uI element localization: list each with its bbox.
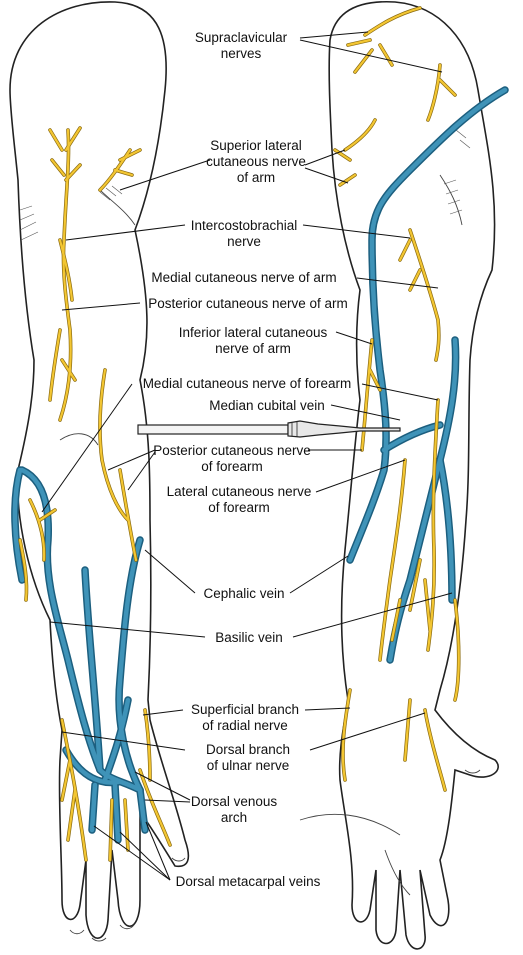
label-line: Basilic vein <box>215 630 283 645</box>
label-line: of forearm <box>208 500 270 515</box>
nerves <box>18 6 461 862</box>
label-dorsal-venous-arch: Dorsal venous arch <box>191 794 277 826</box>
label-line: nerves <box>220 46 262 61</box>
label-line: Median cubital vein <box>209 398 325 413</box>
label-dorsal-metacarpal-veins: Dorsal metacarpal veins <box>176 874 321 890</box>
label-line: of radial nerve <box>202 718 288 733</box>
label-line: nerve <box>227 234 261 249</box>
label-line: Posterior cutaneous nerve of arm <box>148 296 348 311</box>
label-line: Lateral cutaneous nerve <box>166 484 312 499</box>
label-line: cutaneous nerve <box>206 154 306 169</box>
label-line: Intercostobrachial <box>190 218 298 233</box>
veins <box>11 86 509 844</box>
label-line: Dorsal venous <box>190 794 278 809</box>
label-line: of forearm <box>201 459 263 474</box>
label-line: of arm <box>236 170 276 185</box>
label-dorsal-branch-ulnar-nerve: Dorsal branch of ulnar nerve <box>206 742 290 774</box>
label-median-cubital-vein: Median cubital vein <box>209 398 325 414</box>
label-superior-lateral-cutaneous-nerve: Superior lateral cutaneous nerve of arm <box>206 138 306 186</box>
label-line: Medial cutaneous nerve of arm <box>151 270 337 285</box>
label-line: Supraclavicular <box>194 30 288 45</box>
label-medial-cutaneous-nerve-of-arm: Medial cutaneous nerve of arm <box>151 270 336 286</box>
probe-instrument <box>137 420 401 438</box>
label-supraclavicular-nerves: Supraclavicular nerves <box>195 30 287 62</box>
label-line: Cephalic vein <box>203 586 285 601</box>
label-posterior-cutaneous-nerve-of-arm: Posterior cutaneous nerve of arm <box>148 296 348 312</box>
label-line: Superior lateral <box>210 138 302 153</box>
label-line: Posterior cutaneous nerve <box>153 443 311 458</box>
anterior-limb-outline <box>299 0 499 950</box>
label-superficial-branch-radial-nerve: Superficial branch of radial nerve <box>191 702 299 734</box>
label-line: nerve of arm <box>215 341 291 356</box>
label-basilic-vein: Basilic vein <box>215 630 283 646</box>
label-lateral-cutaneous-nerve-of-forearm: Lateral cutaneous nerve of forearm <box>167 484 312 516</box>
label-line: of ulnar nerve <box>206 758 290 773</box>
label-line: Superficial branch <box>190 702 300 717</box>
label-line: arch <box>220 810 248 825</box>
label-posterior-cutaneous-nerve-of-forearm: Posterior cutaneous nerve of forearm <box>153 443 311 475</box>
label-inferior-lateral-cutaneous-nerve: Inferior lateral cutaneous nerve of arm <box>179 325 328 357</box>
label-medial-cutaneous-nerve-of-forearm: Medial cutaneous nerve of forearm <box>143 376 352 392</box>
label-intercostobrachial-nerve: Intercostobrachial nerve <box>191 218 298 250</box>
leader-lines <box>41 31 453 881</box>
label-line: Dorsal metacarpal veins <box>175 874 321 889</box>
label-line: Medial cutaneous nerve of forearm <box>142 376 352 391</box>
label-line: Dorsal branch <box>205 742 291 757</box>
label-cephalic-vein: Cephalic vein <box>203 586 284 602</box>
label-line: Inferior lateral cutaneous <box>178 325 328 340</box>
